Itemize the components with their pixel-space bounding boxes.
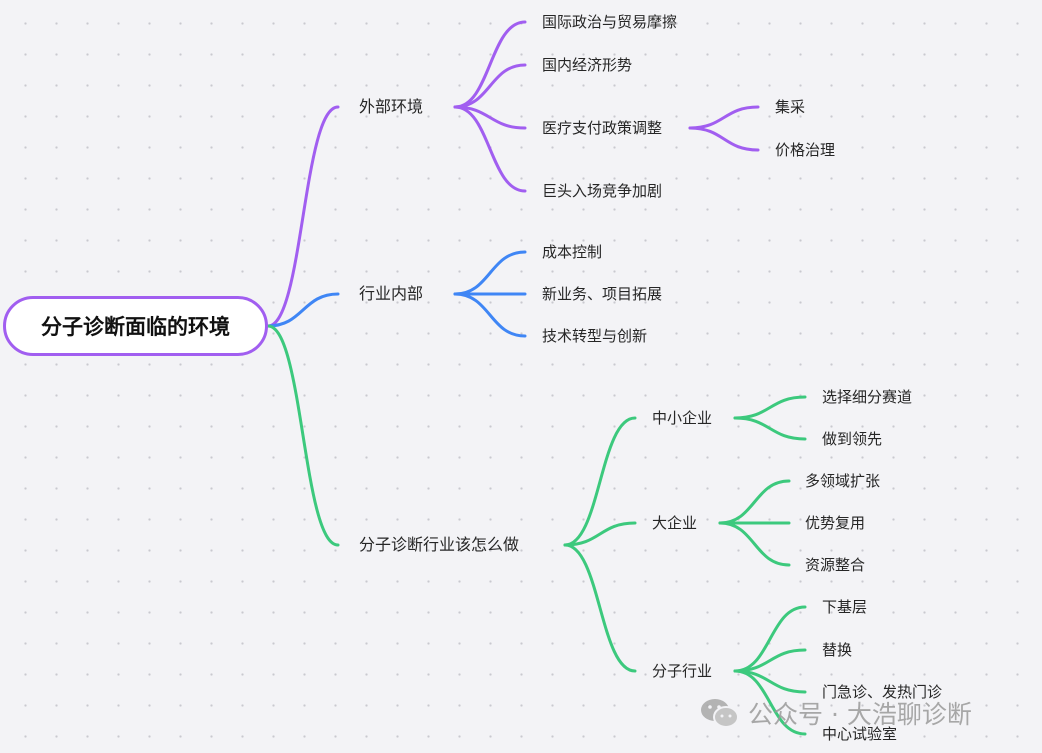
node-tech[interactable]: 技术转型与创新	[542, 327, 648, 345]
node-price[interactable]: 价格治理	[775, 141, 836, 159]
connector-line	[733, 669, 807, 736]
node-external[interactable]: 外部环境	[359, 97, 424, 116]
watermark-text: 公众号 · 大浩聊诊断	[748, 700, 972, 729]
connector-line	[688, 126, 760, 152]
node-replace[interactable]: 替换	[822, 641, 853, 659]
connector-line	[266, 324, 340, 547]
connector-line	[453, 250, 527, 296]
root-node[interactable]: 分子诊断面临的环境	[3, 296, 268, 356]
watermark: 公众号 · 大浩聊诊断	[700, 695, 972, 731]
connector-line	[266, 105, 340, 328]
connector-line	[718, 479, 791, 525]
node-geopolitics[interactable]: 国际政治与贸易摩擦	[542, 13, 678, 31]
node-vbp[interactable]: 集采	[775, 98, 806, 116]
node-lead[interactable]: 做到领先	[822, 430, 883, 448]
wechat-icon	[701, 699, 739, 728]
node-payment-policy[interactable]: 医疗支付政策调整	[542, 119, 663, 137]
node-internal[interactable]: 行业内部	[359, 284, 424, 303]
connector-line	[453, 20, 527, 109]
node-central-lab[interactable]: 中心试验室	[822, 725, 898, 743]
connector-line	[266, 292, 340, 328]
node-emergency[interactable]: 门急诊、发热门诊	[822, 683, 943, 701]
node-expand[interactable]: 多领域扩张	[805, 472, 881, 490]
connector-line	[733, 416, 807, 441]
connector-line	[688, 105, 760, 130]
connector-line	[733, 605, 807, 673]
node-industry[interactable]: 分子行业	[652, 662, 713, 680]
connector-line	[563, 416, 637, 547]
connector-line	[453, 292, 527, 338]
connector-line	[453, 105, 527, 130]
connector-line	[453, 63, 527, 109]
node-grassroots[interactable]: 下基层	[822, 598, 868, 616]
node-large[interactable]: 大企业	[652, 514, 698, 532]
node-howto[interactable]: 分子诊断行业该怎么做	[359, 535, 520, 554]
node-giants[interactable]: 巨头入场竞争加剧	[542, 182, 663, 200]
connector-line	[563, 543, 637, 673]
node-economy[interactable]: 国内经济形势	[542, 56, 633, 74]
node-sme[interactable]: 中小企业	[652, 409, 713, 427]
connector-line	[733, 395, 807, 420]
node-integrate[interactable]: 资源整合	[805, 556, 866, 574]
node-new-business[interactable]: 新业务、项目拓展	[542, 285, 663, 303]
connector-line	[718, 521, 791, 567]
node-reuse[interactable]: 优势复用	[805, 514, 866, 532]
node-cost[interactable]: 成本控制	[542, 243, 603, 261]
connector-line	[453, 105, 527, 193]
connector-line	[563, 521, 637, 547]
node-niche[interactable]: 选择细分赛道	[822, 388, 913, 406]
